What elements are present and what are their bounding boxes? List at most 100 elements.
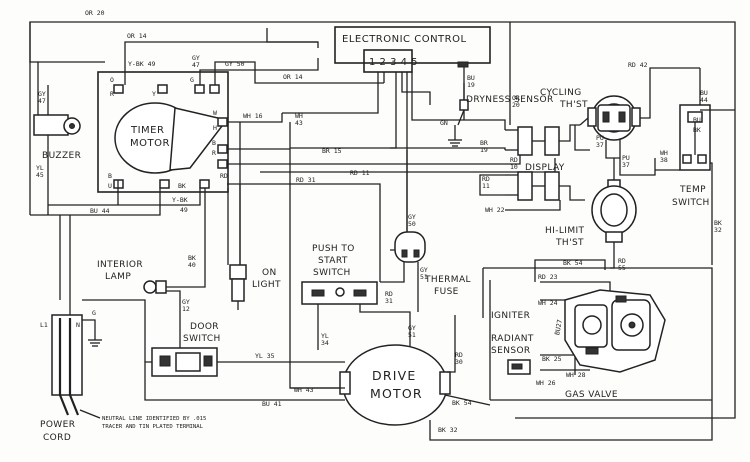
wire-label: WH — [660, 149, 668, 157]
thermal-fuse-label-2: FUSE — [434, 287, 459, 297]
wire-label: GY — [192, 54, 200, 62]
wire-label: PU — [622, 154, 630, 162]
timer-motor-label-1: TIMER — [130, 125, 164, 136]
wire-label: BK 25 — [542, 355, 562, 363]
wire-label: NEUTRAL LINE IDENTIFIED BY .015 — [102, 416, 206, 422]
temp-switch-label-1: TEMP — [679, 185, 706, 195]
wire-label: PU — [596, 134, 604, 142]
power-cord-label-1: POWER — [40, 420, 75, 430]
wire-label: 40 — [188, 261, 196, 269]
wire-label: L1 — [40, 321, 48, 329]
dryness-sensor: GN DRYNESS SENSOR BU 19 — [440, 74, 553, 147]
wire-label: 45 — [36, 171, 44, 179]
wire-label: RD — [455, 351, 463, 359]
push-to-start-label-3: SWITCH — [313, 268, 351, 278]
wire-label: 51 — [408, 331, 416, 339]
wire-label: 19 — [480, 146, 488, 154]
wire-label: U — [108, 182, 112, 190]
push-to-start-switch: PUSH TO START SWITCH YL 34 RD 31 GY 51 — [301, 244, 416, 350]
wire-label: RD — [618, 257, 626, 265]
wire-label: RD — [510, 156, 518, 164]
wire-label: WH — [295, 112, 303, 120]
gas-valve-label: GAS VALVE — [565, 390, 618, 400]
wire-label: YL — [36, 164, 44, 172]
wire-label: BK — [693, 126, 701, 134]
display: DISPLAY OR 20 BR 19 RD 10 RD 11 WH 22 — [390, 22, 585, 214]
hi-limit-label-1: HI-LIMIT — [545, 226, 585, 236]
cycling-thermostat: CYCLING TH'ST RD 42 PU 37 PU 37 — [540, 61, 700, 169]
wire-label: WH 16 — [243, 112, 263, 120]
wire-label: BR 15 — [322, 147, 342, 155]
wire-label: BU — [693, 116, 701, 124]
wire-label: GY 50 — [225, 60, 245, 68]
interior-lamp-label-1: INTERIOR — [97, 260, 143, 270]
radiant-sensor-label-1: RADIANT — [491, 334, 534, 344]
on-light: ON LIGHT — [227, 184, 281, 310]
timer-motor-label-2: MOTOR — [130, 138, 170, 149]
wire-label: 51 — [420, 273, 428, 281]
wire-label: BK — [188, 254, 196, 262]
wire-label: 38 — [660, 156, 668, 164]
wire-label: 43 — [295, 119, 303, 127]
wire-label: BK — [178, 182, 186, 190]
push-to-start-label-2: START — [318, 256, 348, 266]
wire-label: G — [190, 76, 194, 84]
wire-label: Y — [152, 90, 156, 98]
radiant-sensor-label-2: SENSOR — [491, 346, 531, 356]
interior-lamp-label-2: LAMP — [105, 272, 131, 282]
wire-label: BK — [714, 219, 722, 227]
electronic-control: ELECTRONIC CONTROL 1 2 3 4 5 — [282, 26, 491, 251]
wire-label: WH 22 — [485, 206, 505, 214]
wire-label: WH 26 — [536, 379, 556, 387]
wire-label: 34 — [321, 339, 329, 347]
hi-limit-label-2: TH'ST — [555, 238, 584, 248]
wire-label: OR — [512, 94, 520, 102]
wire-label: 44 — [700, 96, 708, 104]
door-switch-label-1: DOOR — [190, 322, 219, 332]
cycling-thst-label-2: TH'ST — [559, 100, 588, 110]
drive-motor-label-1: DRIVE — [372, 368, 416, 383]
wire-label: O — [110, 76, 114, 84]
buzzer: BUZZER GY 47 YL 45 BU 44 Y-BK 49 — [30, 85, 201, 216]
wire-label: 11 — [482, 182, 490, 190]
electronic-control-label: ELECTRONIC CONTROL — [342, 34, 467, 45]
wire-label: 31 — [385, 297, 393, 305]
wire-label: BU — [700, 89, 708, 97]
power-cord: L1 N G POWER CORD NEUTRAL LINE IDENTIFIE… — [40, 215, 206, 443]
interior-lamp: INTERIOR LAMP BK 40 GY 12 — [97, 188, 206, 350]
on-light-label-1: ON — [262, 268, 277, 278]
wire-label: RD 42 — [628, 61, 648, 69]
wire-label: 32 — [714, 226, 722, 234]
wire-label: RD 31 — [296, 176, 316, 184]
wire-label: BK 54 — [452, 399, 472, 407]
wire-label: Y-BK 49 — [128, 60, 155, 68]
wire-label: GY — [408, 213, 416, 221]
wire-label: 47 — [38, 97, 46, 105]
wire-label: 30 — [455, 358, 463, 366]
wire-label: B — [108, 172, 112, 180]
wire-label: RD 11 — [350, 169, 370, 177]
wire-label: BK 32 — [438, 426, 458, 434]
wire-label: N — [76, 321, 80, 329]
wire-label: YL 35 — [255, 352, 275, 360]
top-wiring — [29, 21, 736, 419]
wire-label: RD — [220, 172, 228, 180]
wire-label: RD — [385, 290, 393, 298]
wire-label: WH 24 — [538, 299, 558, 307]
thermal-fuse-label-1: THERMAL — [424, 275, 471, 285]
buzzer-label: BUZZER — [42, 151, 81, 161]
wire-label: 12 — [182, 305, 190, 313]
gas-valve-assembly: BK 54 RD 23 WH 24 BU27 BK 25 WH 26 WH 28… — [482, 259, 713, 401]
cycling-thst-label-1: CYCLING — [540, 88, 582, 98]
timer-motor-assembly: TIMER MOTOR O R Y G W H B R B U RD BK OR… — [85, 9, 370, 193]
wire-label: Y-BK — [172, 196, 188, 204]
power-cord-label-2: CORD — [43, 433, 71, 443]
wire-label: OR 20 — [85, 9, 105, 17]
thermal-fuse: THERMAL FUSE GY 50 GY 51 — [380, 150, 471, 312]
wire-label: BK 54 — [563, 259, 583, 267]
push-to-start-label-1: PUSH TO — [312, 244, 355, 254]
wire-label: GY — [420, 266, 428, 274]
wire-label: 19 — [467, 81, 475, 89]
on-light-label-2: LIGHT — [252, 280, 281, 290]
